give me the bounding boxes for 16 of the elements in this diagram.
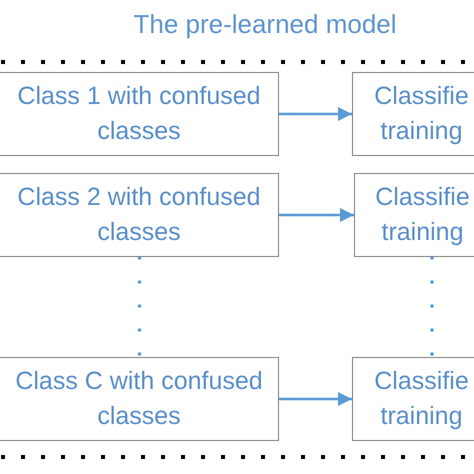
- process-box: [0, 357, 279, 441]
- box-label: Classifie training: [373, 81, 470, 147]
- arrow: [279, 107, 352, 121]
- process-box: [352, 357, 474, 441]
- arrow: [279, 208, 354, 222]
- arrow: [279, 392, 352, 406]
- process-box: [354, 173, 474, 257]
- process-box: [0, 72, 279, 156]
- box-label: Class 2 with confused classes: [16, 182, 262, 248]
- process-box: [352, 72, 474, 156]
- box-label: Class C with confused classes: [14, 366, 264, 432]
- frame-title: The pre-learned model: [133, 9, 397, 40]
- box-label: Classifie training: [374, 182, 471, 248]
- box-label: Class 1 with confused classes: [16, 81, 262, 147]
- process-box: [0, 173, 279, 257]
- box-label: Classifie training: [373, 366, 470, 432]
